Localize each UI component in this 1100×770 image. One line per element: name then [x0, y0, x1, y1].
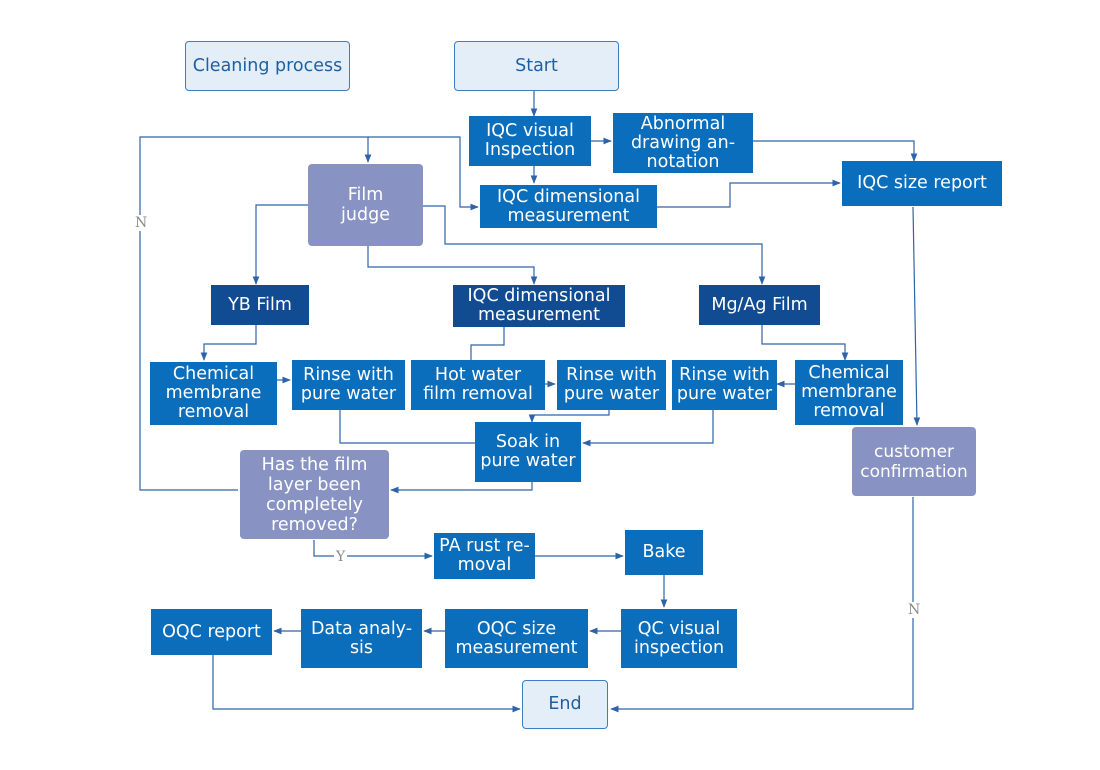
rinse-pure-water-1-node: Rinse with pure water: [292, 360, 405, 410]
edge-abnormal-to-size-report: [753, 140, 918, 162]
iqc-visual-inspection-node: IQC visual Inspection: [469, 116, 591, 166]
edge-oqc-report-to-end: [212, 655, 521, 713]
start-node: Start: [454, 41, 619, 91]
edge-film-judge-to-iqc-dim-mid: [367, 246, 538, 285]
data-analysis-node: Data analy-sis: [301, 609, 422, 668]
edge-size-report-to-customer: [912, 206, 921, 426]
customer-confirmation-node: customer confirmation: [852, 427, 976, 496]
iqc-dimensional-measurement-mid-node: IQC dimensional measurement: [453, 285, 625, 327]
y-label-bottom: Y: [334, 549, 348, 565]
film-judge-node: Film judge: [308, 164, 423, 246]
chemical-membrane-removal-left-node: Chemical membrane removal: [150, 362, 277, 425]
pa-rust-removal-node: PA rust re-moval: [434, 533, 535, 579]
oqc-size-measurement-node: OQC size measurement: [445, 609, 588, 668]
oqc-report-node: OQC report: [151, 609, 272, 655]
cleaning-process-label: Cleaning process: [185, 41, 350, 91]
qc-visual-inspection-node: QC visual inspection: [621, 609, 737, 668]
mgag-film-node: Mg/Ag Film: [699, 285, 820, 325]
edge-rinse3-to-soak: [582, 410, 714, 447]
edge-decision-to-pa-rust: [313, 540, 433, 560]
n-label-left: N: [133, 215, 150, 231]
rinse-pure-water-3-node: Rinse with pure water: [672, 360, 777, 410]
edge-rinse1-to-decision: [339, 410, 475, 444]
edge-yb-to-chem-left: [200, 324, 257, 361]
edge-n-loop-left: [139, 136, 372, 491]
edge-soak-to-decision: [390, 482, 533, 494]
edge-film-judge-to-yb: [252, 204, 308, 285]
edge-loop-to-iqc-dim: [368, 136, 479, 211]
edge-iqc-dim-to-size-report: [657, 179, 841, 208]
film-removed-decision-node: Has the film layer been completely remov…: [240, 450, 389, 539]
chemical-membrane-removal-right-node: Chemical membrane removal: [795, 360, 903, 425]
soak-pure-water-node: Soak in pure water: [475, 422, 581, 482]
edge-rinse2-to-soak: [528, 410, 610, 423]
edge-mgag-to-chem-right: [761, 325, 849, 361]
yb-film-node: YB Film: [211, 285, 309, 325]
end-node: End: [522, 680, 608, 729]
bake-node: Bake: [625, 530, 703, 575]
edge-customer-to-end: [610, 497, 914, 713]
edge-film-judge-to-mgag: [423, 205, 766, 285]
rinse-pure-water-2-node: Rinse with pure water: [557, 360, 666, 410]
n-label-right: N: [906, 602, 923, 618]
abnormal-drawing-annotation-node: Abnormal drawing an-notation: [613, 113, 753, 173]
iqc-size-report-node: IQC size report: [842, 161, 1002, 206]
edge-iqc-dim-mid-to-hot-water: [470, 327, 505, 360]
iqc-dimensional-measurement-top-node: IQC dimensional measurement: [480, 185, 657, 228]
hot-water-film-removal-node: Hot water film removal: [411, 360, 545, 410]
